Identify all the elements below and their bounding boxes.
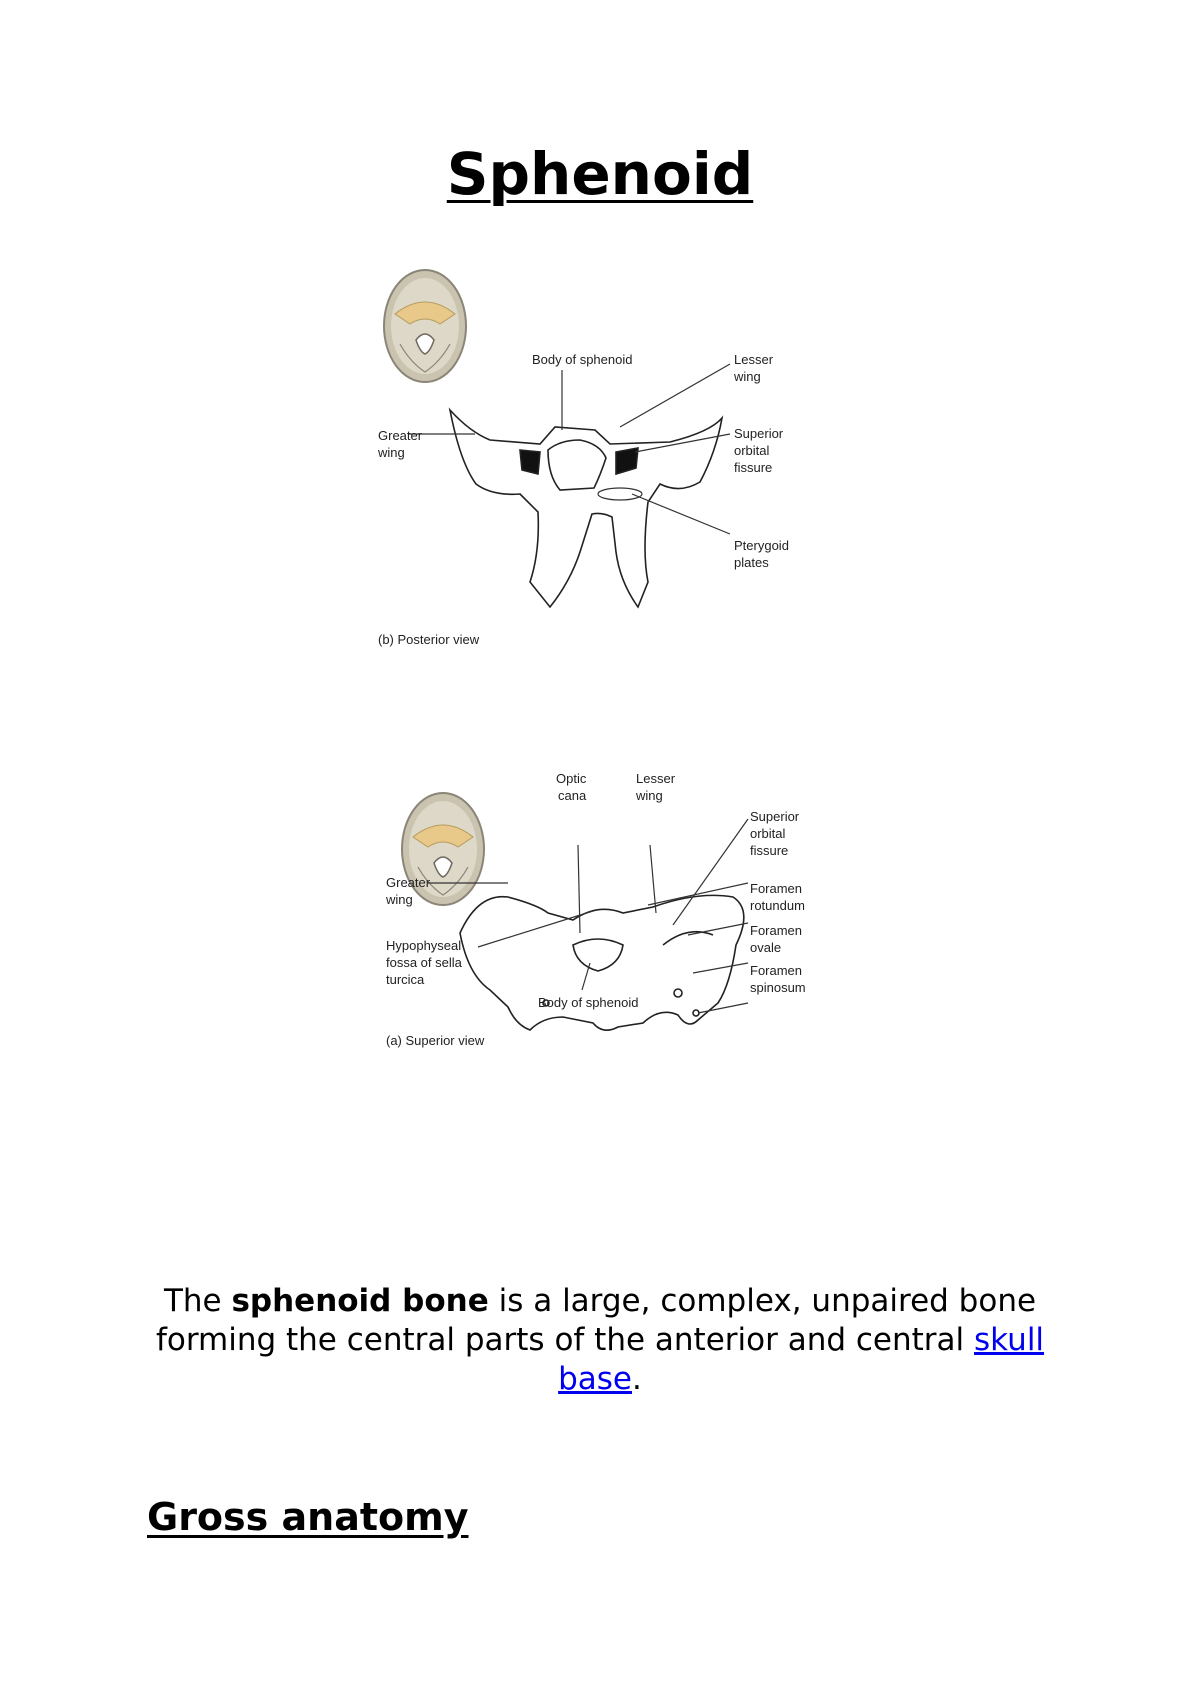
label-foramen-spinosum: Foramen: [750, 963, 802, 978]
label-foramen-spinosum-2: spinosum: [750, 980, 806, 995]
figure-caption-posterior: (b) Posterior view: [378, 632, 480, 647]
label-greater-wing-2: wing: [377, 445, 405, 460]
section-heading-gross-anatomy: Gross anatomy: [147, 1495, 469, 1539]
label-sof-sup-3: fissure: [750, 843, 788, 858]
label-foramen-ovale: Foramen: [750, 923, 802, 938]
para-end: .: [632, 1361, 642, 1397]
label-foramen-rotundum: Foramen: [750, 881, 802, 896]
label-foramen-ovale-2: ovale: [750, 940, 781, 955]
label-superior-orbital-fissure: Superior: [734, 426, 784, 441]
label-superior-orbital-fissure-2: orbital: [734, 443, 770, 458]
label-sof-sup: Superior: [750, 809, 800, 824]
label-optic-canal: Optic: [556, 771, 587, 786]
label-lesser-wing-sup: Lesser: [636, 771, 676, 786]
label-pterygoid-plates-2: plates: [734, 555, 769, 570]
superior-view-diagram: Optic cana Lesser wing Superior orbital …: [385, 771, 806, 1048]
label-lesser-wing-sup-2: wing: [635, 788, 663, 803]
figure-caption-superior: (a) Superior view: [386, 1033, 485, 1048]
label-sof-sup-2: orbital: [750, 826, 786, 841]
para-bold-term: sphenoid bone: [231, 1283, 489, 1319]
para-mid: is a large, complex, unpaired bone formi…: [155, 1283, 1037, 1358]
label-greater-wing-sup: Greater: [386, 875, 431, 890]
sphenoid-posterior-drawing: [448, 407, 724, 609]
label-lesser-wing-2: wing: [733, 369, 761, 384]
label-foramen-rotundum-2: rotundum: [750, 898, 805, 913]
label-greater-wing: Greater: [378, 428, 423, 443]
label-greater-wing-sup-2: wing: [385, 892, 413, 907]
label-hypophyseal-fossa-2: fossa of sella: [386, 955, 463, 970]
label-pterygoid-plates: Pterygoid: [734, 538, 789, 553]
sphenoid-superior-drawing: [459, 894, 745, 1031]
skull-thumbnail: [383, 269, 467, 383]
skull-thumbnail-2: [401, 792, 485, 906]
label-hypophyseal-fossa: Hypophyseal: [386, 938, 461, 953]
superior-view-figure: Optic cana Lesser wing Superior orbital …: [385, 771, 898, 1125]
intro-paragraph: The sphenoid bone is a large, complex, u…: [120, 1282, 1080, 1399]
posterior-view-diagram: Body of sphenoid Lesser wing Greater win…: [377, 269, 789, 647]
para-pre: The: [163, 1283, 232, 1319]
label-optic-canal-2: cana: [558, 788, 587, 803]
label-lesser-wing: Lesser: [734, 352, 774, 367]
label-superior-orbital-fissure-3: fissure: [734, 460, 772, 475]
label-body-of-sphenoid: Body of sphenoid: [532, 352, 632, 367]
label-hypophyseal-fossa-3: turcica: [386, 972, 425, 987]
page-title: Sphenoid: [446, 140, 754, 208]
skull-base-link[interactable]: skull base: [558, 1322, 1045, 1397]
label-body-of-sphenoid-sup: Body of sphenoid: [538, 995, 638, 1010]
posterior-view-figure: Body of sphenoid Lesser wing Greater win…: [377, 262, 880, 662]
